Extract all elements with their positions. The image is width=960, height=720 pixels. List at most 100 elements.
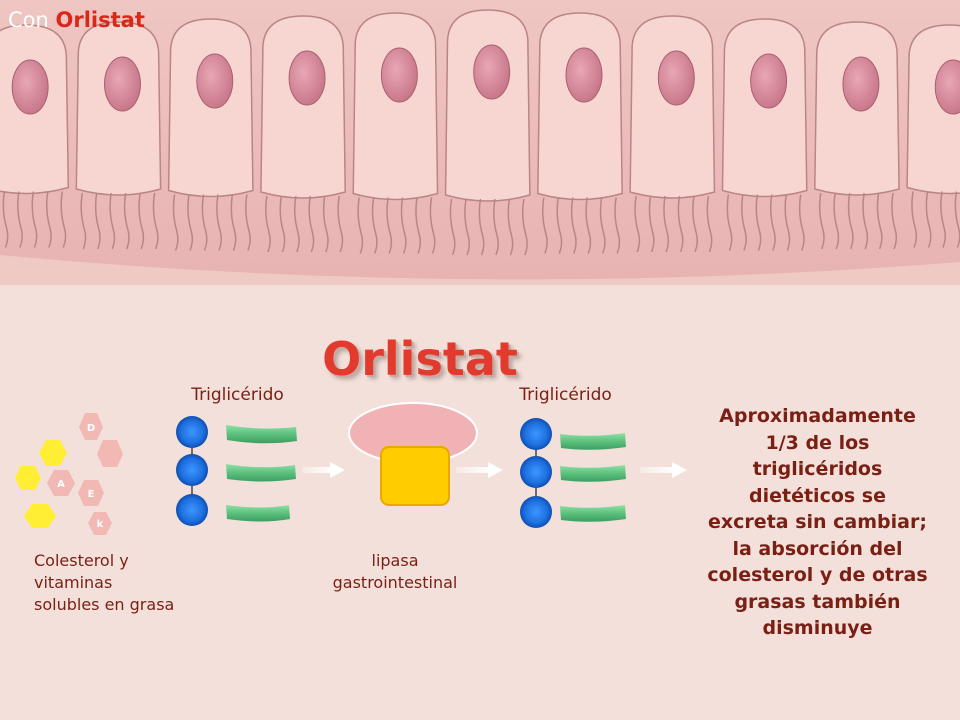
microvillus xyxy=(138,192,145,250)
glycerol-sphere xyxy=(520,496,552,528)
microvillus xyxy=(230,194,237,251)
vitamin-d-hexagon xyxy=(79,413,103,440)
microvillus xyxy=(216,194,223,251)
microvillus xyxy=(337,195,344,253)
microvillus xyxy=(17,191,23,248)
microvillus xyxy=(706,195,713,253)
summary-line: Aproximadamente xyxy=(719,405,916,427)
intestinal-epithelium-illustration xyxy=(0,0,960,285)
cell-nucleus xyxy=(196,53,234,109)
summary-line: excreta sin cambiar; xyxy=(708,511,927,533)
microvillus xyxy=(521,198,528,256)
lipase-label: lipasa gastrointestinal xyxy=(305,550,485,594)
slide-title-accent: Orlistat xyxy=(55,8,145,32)
triglyceride-label-left: Triglicérido xyxy=(191,385,284,405)
microvillus xyxy=(876,192,883,250)
microvillus xyxy=(478,198,485,256)
epithelial-cell xyxy=(537,12,623,201)
microvillus xyxy=(663,195,670,253)
microvillus xyxy=(556,197,563,254)
vitamin-a-letter: A xyxy=(57,479,65,490)
label-line: gastrointestinal xyxy=(332,573,458,592)
summary-line: la absorción del xyxy=(732,537,903,560)
microvillus xyxy=(769,194,776,251)
cell-nucleus xyxy=(103,56,141,112)
fatty-acid-chain xyxy=(560,465,626,482)
microvillus xyxy=(833,192,840,250)
summary-text: Aproximadamente 1/3 de los triglicéridos… xyxy=(685,403,950,642)
label-line: lipasa xyxy=(371,551,419,570)
microvillus xyxy=(818,192,825,250)
cholesterol-vitamins-label: Colesterol y vitaminas solubles en grasa xyxy=(34,550,234,616)
microvillus xyxy=(940,191,947,248)
microvillus xyxy=(677,195,684,253)
slide-title: Con Orlistat xyxy=(8,8,145,32)
microvillus xyxy=(400,197,407,254)
summary-line: colesterol y de otras xyxy=(707,564,928,586)
cell-nucleus xyxy=(842,56,880,112)
microvillus xyxy=(152,192,159,250)
yellow-hexagon-2 xyxy=(15,466,41,490)
fatty-acid-chain xyxy=(560,433,626,450)
pink-hexagon xyxy=(97,440,123,467)
microvillus xyxy=(726,194,733,251)
slide-title-prefix: Con xyxy=(8,8,56,32)
microvillus xyxy=(415,197,422,254)
glycerol-sphere xyxy=(176,494,208,526)
epithelial-cell xyxy=(444,9,531,202)
summary-line: triglicéridos xyxy=(752,458,883,480)
vitamin-k-hexagon xyxy=(88,512,112,535)
microvillus xyxy=(891,192,898,250)
microvillus xyxy=(847,192,854,250)
yellow-hexagon-1 xyxy=(39,440,67,466)
microvillus xyxy=(464,198,471,256)
orlistat-heading: Orlistat xyxy=(322,332,518,386)
microvillus xyxy=(798,194,805,251)
cell-nucleus xyxy=(473,44,511,100)
cell-nucleus xyxy=(934,59,960,115)
fatty-acid-chain xyxy=(226,464,296,482)
microvillus xyxy=(386,197,393,254)
glycerol-sphere xyxy=(520,456,552,488)
microvillus xyxy=(293,195,300,253)
microvillus xyxy=(648,195,655,253)
microvillus xyxy=(585,197,592,254)
microvillus xyxy=(45,191,52,248)
glycerol-sphere xyxy=(520,418,552,450)
triglyceride-label-right: Triglicérido xyxy=(519,385,612,405)
arrow-to-lipase xyxy=(302,462,345,478)
microvillus xyxy=(2,191,9,248)
microvillus xyxy=(371,197,378,254)
label-line: Colesterol y xyxy=(34,551,129,570)
microvillus xyxy=(614,197,621,254)
microvillus xyxy=(201,194,208,251)
fatty-acid-chain xyxy=(226,505,290,522)
epithelial-cell xyxy=(260,15,346,199)
cell-nucleus xyxy=(11,59,49,115)
vitamin-a-hexagon xyxy=(47,470,75,496)
arrow-to-summary xyxy=(640,462,687,478)
microvillus xyxy=(265,195,271,253)
vitamin-e-letter: E xyxy=(88,489,95,500)
summary-line: disminuye xyxy=(762,617,873,639)
microvillus xyxy=(634,195,641,253)
microvillus xyxy=(429,197,436,254)
vitamin-d-letter: D xyxy=(87,423,95,434)
microvillus xyxy=(172,194,179,251)
microvillus xyxy=(862,192,869,250)
microvillus xyxy=(322,195,329,253)
yellow-hexagon-3 xyxy=(24,504,56,528)
cell-nucleus xyxy=(380,47,418,103)
orlistat-inhibitor xyxy=(380,446,450,506)
microvillus xyxy=(692,195,699,253)
triglyceride-molecule-left xyxy=(176,416,297,526)
summary-line: dietéticos se xyxy=(749,484,886,507)
summary-line: 1/3 de los xyxy=(765,431,870,454)
cell-nucleus xyxy=(288,50,326,106)
microvillus xyxy=(784,194,791,251)
epithelial-cell xyxy=(352,12,439,201)
vitamin-e-hexagon xyxy=(78,480,104,506)
microvillus xyxy=(308,195,315,253)
microvillus xyxy=(357,197,364,254)
